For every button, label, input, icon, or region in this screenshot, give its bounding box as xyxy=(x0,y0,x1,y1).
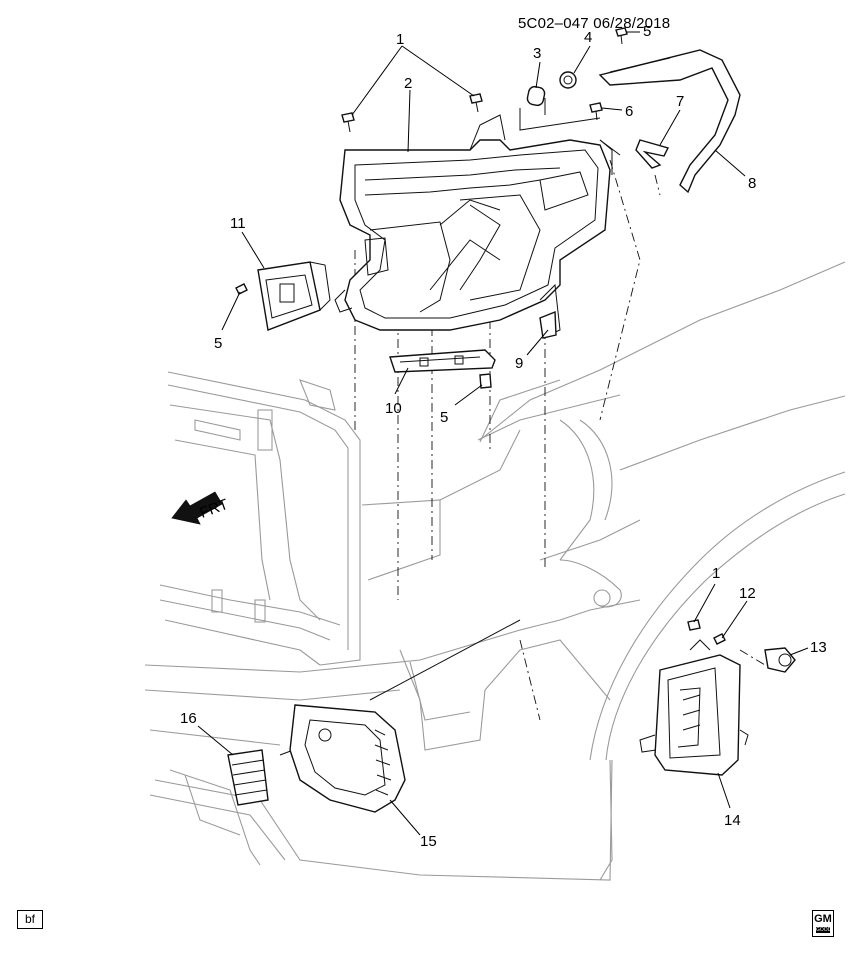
callout-5-bracket: 5 xyxy=(214,335,222,352)
callout-7: 7 xyxy=(676,93,684,110)
retainer-clip[interactable] xyxy=(635,139,670,169)
front-arrow-icon xyxy=(171,491,223,525)
gm-logo: GM GOOD xyxy=(812,910,834,937)
bulb-socket[interactable] xyxy=(559,71,577,89)
bolt-6 xyxy=(589,102,603,121)
fog-lamp-bulb[interactable] xyxy=(764,647,796,673)
callout-13: 13 xyxy=(810,639,827,656)
bolt-top-5 xyxy=(615,27,628,45)
headlamp-bulb[interactable] xyxy=(526,85,546,107)
callout-16: 16 xyxy=(180,710,197,727)
headlamp-assembly[interactable] xyxy=(334,114,613,336)
corner-code-box: bf xyxy=(17,910,43,929)
callout-11: 11 xyxy=(230,215,246,232)
callout-12: 12 xyxy=(739,585,756,602)
bolt-top-right xyxy=(469,93,483,113)
headlamp-lower-bracket[interactable] xyxy=(389,349,496,373)
callout-1-top: 1 xyxy=(396,31,404,48)
callout-1-fog: 1 xyxy=(712,565,720,582)
gm-logo-subtext: GOOD xyxy=(816,927,832,933)
headlamp-upper-trim[interactable] xyxy=(598,49,741,194)
callout-4: 4 xyxy=(584,29,592,46)
bolt-lower-5 xyxy=(479,373,492,389)
headlamp-bracket-left[interactable] xyxy=(257,261,331,331)
callout-9: 9 xyxy=(515,355,523,372)
gm-logo-text: GM xyxy=(814,913,832,925)
fog-lamp-assembly[interactable] xyxy=(639,639,749,776)
callout-14: 14 xyxy=(724,812,741,829)
callout-8: 8 xyxy=(748,175,756,192)
callout-5-top: 5 xyxy=(643,23,651,40)
bolt-fog-12 xyxy=(713,633,726,645)
bolt-top-left xyxy=(341,112,355,133)
callout-15: 15 xyxy=(420,833,437,850)
callout-3: 3 xyxy=(533,45,541,62)
callout-10: 10 xyxy=(385,400,402,417)
vehicle-body-outline xyxy=(144,261,846,881)
callout-labels: 1 2 3 4 5 6 7 8 9 10 11 5 5 1 12 13 14 1… xyxy=(180,23,827,850)
callout-2: 2 xyxy=(404,75,412,92)
callout-6: 6 xyxy=(625,103,633,120)
diagram-reference-code: 5C02–047 06/28/2018 xyxy=(518,15,671,32)
fog-lamp-grille[interactable] xyxy=(227,749,269,806)
bolt-bracket-5 xyxy=(235,283,248,295)
fog-lamp-bezel[interactable] xyxy=(289,704,406,813)
leader-lines xyxy=(197,31,809,836)
front-direction-indicator: FRT xyxy=(171,491,231,525)
headlamp-side-bracket[interactable] xyxy=(539,310,557,339)
callout-5-lower: 5 xyxy=(440,409,448,426)
bolt-fasteners[interactable] xyxy=(235,27,726,645)
